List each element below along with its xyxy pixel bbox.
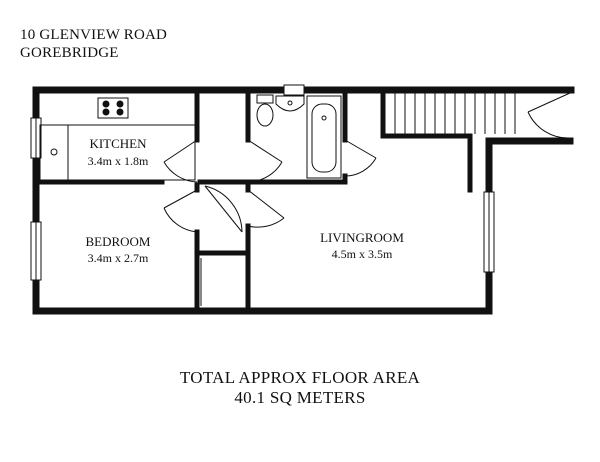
livingroom-dims: 4.5m x 3.5m xyxy=(332,247,393,261)
door-swings xyxy=(163,92,571,233)
bedroom-label: BEDROOM xyxy=(85,234,150,249)
interior-walls xyxy=(36,89,473,311)
hob-icon xyxy=(97,97,129,119)
livingroom-label: LIVINGROOM xyxy=(320,230,404,245)
staircase xyxy=(394,92,516,134)
address-line-2: GOREBRIDGE xyxy=(20,45,119,61)
bedroom-dims: 3.4m x 2.7m xyxy=(88,251,149,265)
kitchen-dims: 3.4m x 1.8m xyxy=(88,154,149,168)
toilet-icon xyxy=(256,94,274,127)
kitchen-worktop xyxy=(39,124,196,181)
kitchen-label: KITCHEN xyxy=(89,136,147,151)
total-area-title: TOTAL APPROX FLOOR AREA xyxy=(179,368,421,387)
total-area-value: 40.1 SQ METERS xyxy=(234,388,366,407)
windows xyxy=(30,84,495,281)
address-line-1: 10 GLENVIEW ROAD xyxy=(20,27,168,43)
bathtub-icon xyxy=(306,95,342,179)
basin-icon xyxy=(275,95,305,112)
